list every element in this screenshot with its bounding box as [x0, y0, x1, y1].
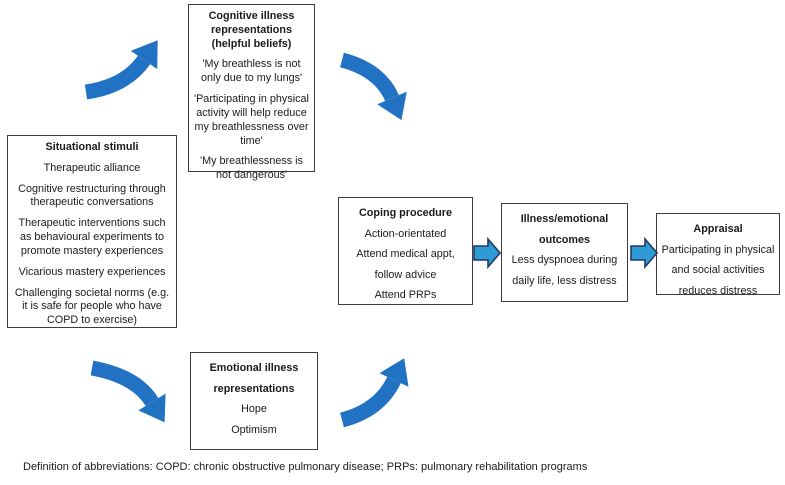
abbreviations-caption: Definition of abbreviations: COPD: chron…	[23, 461, 588, 473]
box-item: Action-orientated	[364, 227, 447, 240]
box-cognitive-illness-representations: Cognitive illness representations (helpf…	[188, 4, 315, 181]
curved-arrow-to-cognitive-box	[84, 40, 158, 100]
box-item: Challenging societal norms (e.g. it is s…	[14, 286, 170, 327]
right-arrow-icon	[630, 236, 658, 270]
box-title: Emotional illness representations	[209, 362, 299, 395]
box-title: Coping procedure	[359, 207, 452, 219]
box-item: Hope	[241, 403, 267, 415]
curved-arrow-emotional-to-coping	[339, 358, 409, 428]
box-situational-stimuli: Situational stimuli Therapeutic alliance…	[7, 135, 177, 328]
curved-arrow-head-icon	[377, 91, 407, 121]
box-illness-emotional-outcomes: Illness/emotional outcomes Less dyspnoea…	[501, 203, 628, 302]
box-item: Vicarious mastery experiences	[18, 265, 166, 278]
curved-arrow-to-emotional-box	[90, 360, 166, 423]
block-arrow-coping-to-outcomes	[473, 236, 501, 270]
box-item: Therapeutic interventions such as behavi…	[18, 217, 166, 257]
box-item: Optimism	[231, 423, 277, 436]
box-coping-procedure: Coping procedure Action-orientated Atten…	[338, 197, 473, 305]
curved-arrow-body	[84, 55, 151, 100]
box-item: Cognitive restructuring through therapeu…	[18, 182, 166, 209]
curved-arrow-body	[90, 360, 159, 407]
curved-arrow-cognitive-to-coping	[339, 52, 407, 121]
box-item: Attend medical appt, follow advice	[356, 248, 455, 281]
block-arrow-outcomes-to-appraisal	[630, 236, 658, 270]
box-item: Less dyspnoea during daily life, less di…	[511, 254, 618, 287]
box-title: Illness/emotional outcomes	[520, 213, 609, 246]
box-item: Therapeutic alliance	[43, 161, 141, 174]
curved-arrow-head-icon	[138, 393, 166, 423]
curved-arrow-body	[339, 52, 399, 102]
box-item: 'My breathless is not only due to my lun…	[200, 58, 303, 85]
box-emotional-illness-representations: Emotional illness representations Hope O…	[190, 352, 318, 450]
curved-arrow-body	[339, 376, 401, 428]
box-appraisal: Appraisal Participating in physical and …	[656, 213, 780, 297]
box-title: Cognitive illness representations (helpf…	[208, 10, 295, 50]
box-item: Participating in physical and social act…	[661, 243, 775, 297]
box-item: Attend PRPs	[374, 289, 437, 301]
box-title: Situational stimuli	[45, 141, 139, 153]
box-title: Appraisal	[693, 223, 743, 235]
right-arrow-icon	[473, 236, 501, 270]
box-item: 'Participating in physical activity will…	[194, 93, 309, 147]
curved-arrow-head-icon	[379, 358, 409, 387]
box-item: 'My breathlessness is not dangerous'	[200, 155, 303, 182]
curved-arrow-head-icon	[130, 40, 158, 70]
